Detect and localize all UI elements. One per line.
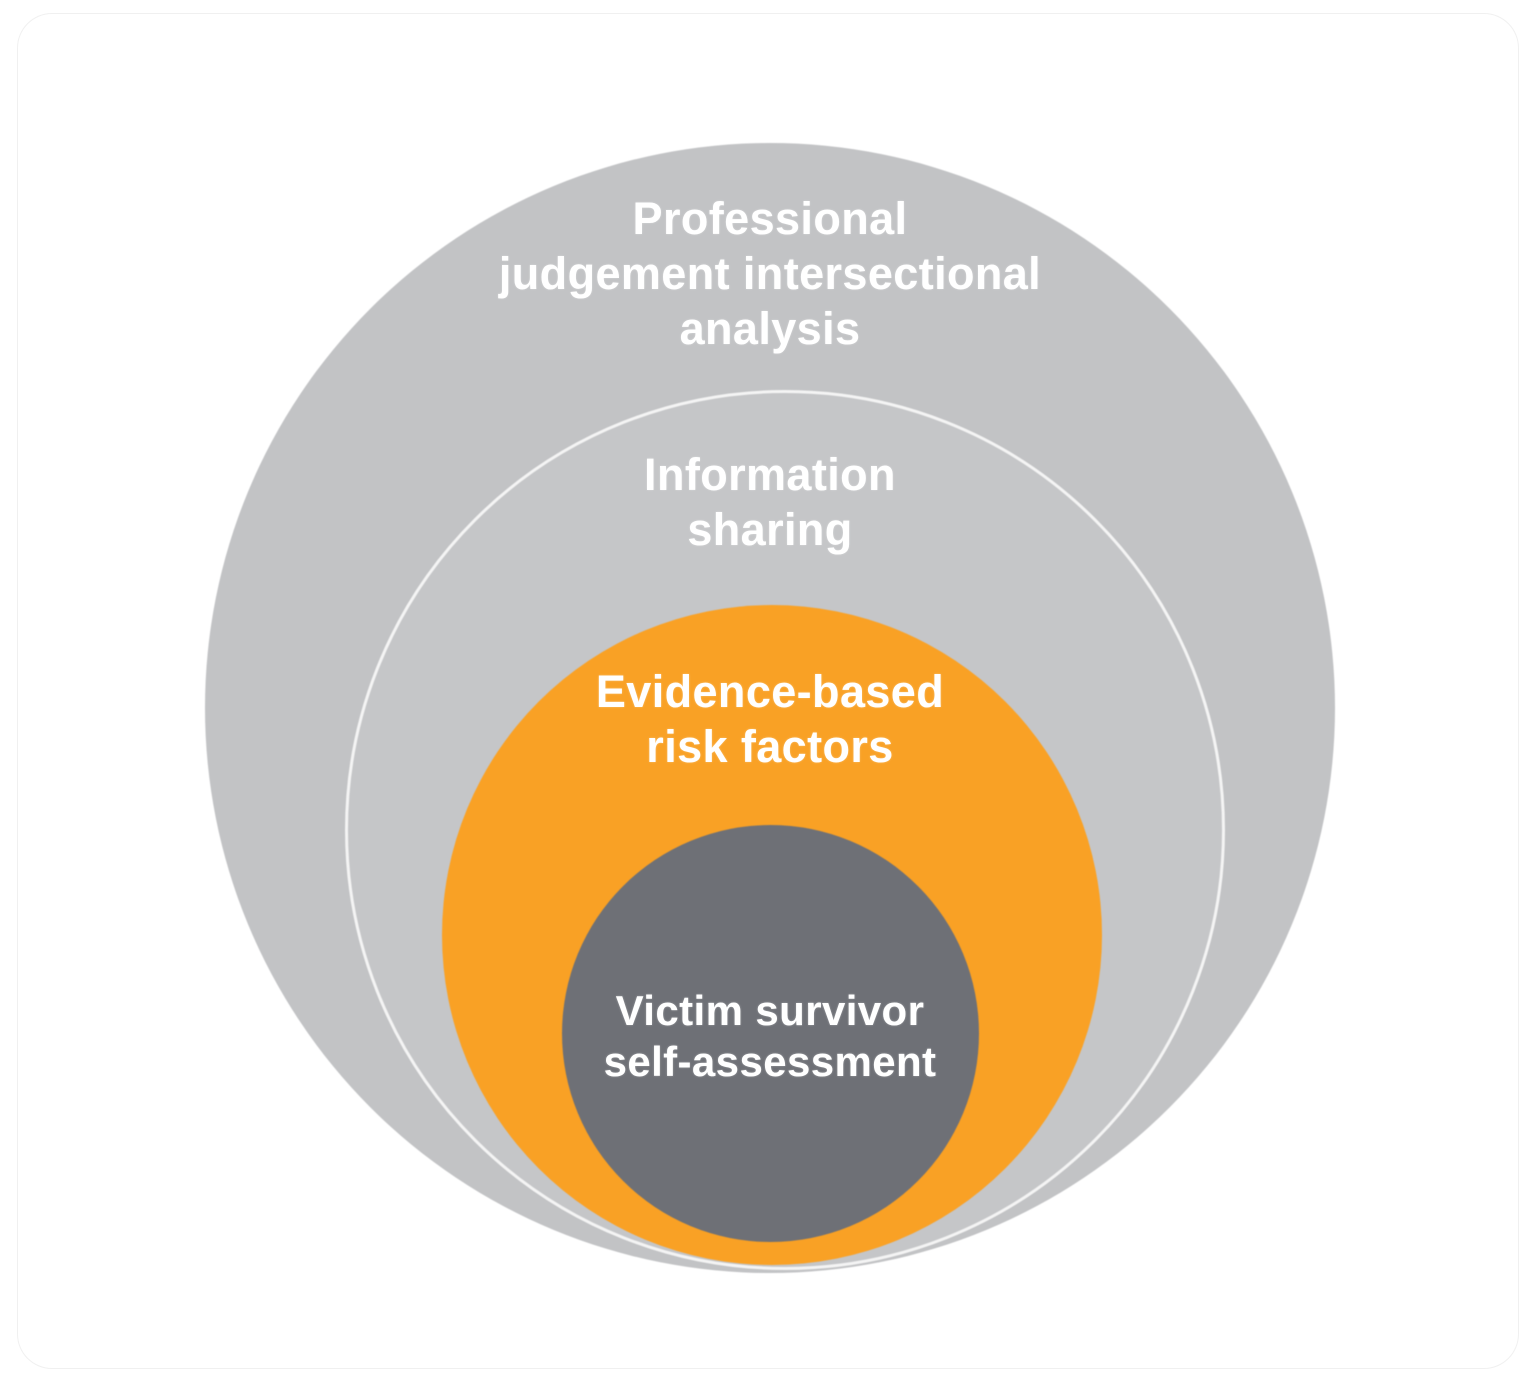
label-evidence-based-risk-factors: Evidence-based risk factors <box>595 666 945 772</box>
circle-victim-survivor-self-assessment[interactable] <box>562 825 979 1242</box>
label-professional-judgement: Professional judgement intersectional an… <box>498 193 1042 354</box>
label-victim-survivor-self-assessment: Victim survivor self-assessment <box>603 987 937 1086</box>
label-information-sharing: Information sharing <box>644 449 896 555</box>
